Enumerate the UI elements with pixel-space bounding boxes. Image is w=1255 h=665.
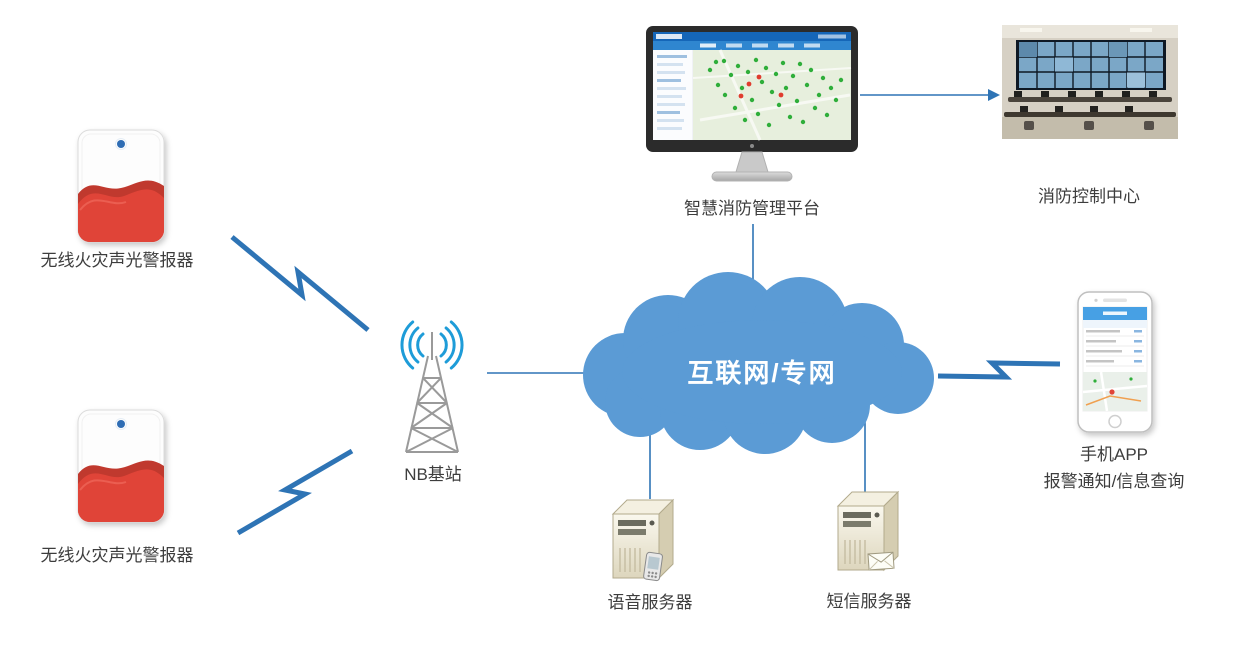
nb-station-label: NB基站 [404, 465, 462, 484]
platform-monitor-icon [646, 26, 858, 182]
voice-server-icon [612, 499, 674, 582]
arrowhead-to-control-center [988, 89, 1000, 101]
alarm-device-bottom-icon [78, 410, 164, 522]
mobile-phone-icon [1077, 291, 1153, 433]
voice-server-label: 语音服务器 [608, 593, 693, 612]
wireless-bolt-alarm-bottom [236, 448, 354, 536]
phone-list-rows [1086, 330, 1144, 367]
sms-server-label: 短信服务器 [827, 592, 912, 611]
wireless-bolt-cloud-phone [937, 360, 1061, 380]
connectors [230, 89, 1061, 536]
internet-cloud-icon [583, 272, 934, 454]
platform-label: 智慧消防管理平台 [684, 199, 820, 218]
control-center-photo [1002, 25, 1178, 139]
map-alarm-dots [738, 74, 784, 99]
alarm-bottom-label: 无线火灾声光警报器 [41, 546, 194, 565]
handset-phone-icon [643, 551, 663, 582]
phone-label-line2: 报警通知/信息查询 [1044, 472, 1185, 491]
phone-label-line1: 手机APP [1080, 445, 1148, 464]
sms-server-icon [837, 491, 899, 571]
cloud-label: 互联网/专网 [687, 358, 836, 388]
phone-mini-map [1082, 371, 1148, 412]
nb-tower-icon [400, 320, 464, 453]
map-device-dots [707, 57, 844, 128]
alarm-device-top-icon [78, 130, 164, 242]
wireless-bolt-alarm-top [230, 235, 370, 332]
control-center-label: 消防控制中心 [1038, 187, 1140, 206]
radio-waves-icon [400, 320, 464, 370]
envelope-icon [867, 551, 895, 571]
alarm-top-label: 无线火灾声光警报器 [41, 251, 194, 270]
